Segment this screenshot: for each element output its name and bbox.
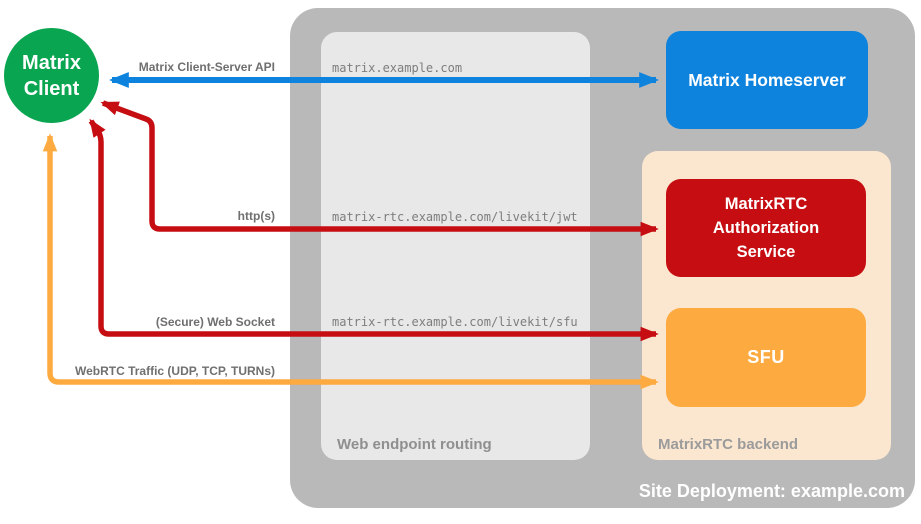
site-deployment-title: Site Deployment: example.com — [638, 481, 905, 501]
auth-service-label-line2: Authorization — [712, 219, 820, 237]
endpoint-url-livekit-jwt: matrix-rtc.example.com/livekit/jwt — [332, 210, 578, 224]
auth-service-label-line1: MatrixRTC — [724, 195, 808, 213]
sfu-box: SFU — [666, 308, 866, 407]
client-server-api-arrow-label: Matrix Client-Server API — [138, 60, 275, 74]
auth-service-box: MatrixRTC Authorization Service — [666, 179, 866, 277]
websocket-arrow-label: (Secure) Web Socket — [155, 315, 275, 329]
matrix-client-label-line2: Client — [23, 77, 80, 100]
endpoint-url-homeserver: matrix.example.com — [332, 61, 463, 75]
webrtc-arrow-label: WebRTC Traffic (UDP, TCP, TURNs) — [74, 364, 275, 378]
endpoint-url-livekit-sfu: matrix-rtc.example.com/livekit/sfu — [332, 315, 578, 329]
web-endpoint-routing-label: Web endpoint routing — [337, 436, 492, 453]
matrix-homeserver-label: Matrix Homeserver — [688, 69, 846, 90]
auth-service-label: MatrixRTC Authorization Service — [713, 192, 819, 264]
matrix-homeserver-box: Matrix Homeserver — [666, 31, 868, 129]
http-arrow-label: http(s) — [237, 209, 275, 223]
auth-service-label-line3: Service — [736, 243, 796, 261]
sfu-label: SFU — [747, 347, 785, 367]
matrixrtc-backend-label: MatrixRTC backend — [658, 436, 799, 453]
matrix-client-node: Matrix Client — [4, 28, 99, 123]
matrix-client-label-line1: Matrix — [22, 51, 81, 74]
web-endpoint-routing-box — [321, 32, 590, 460]
